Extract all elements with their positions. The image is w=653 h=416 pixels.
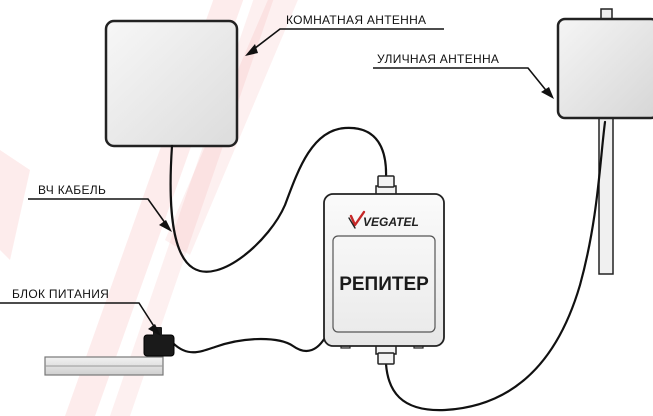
power-supply-label: БЛОК ПИТАНИЯ: [12, 287, 109, 301]
power-cable: [172, 334, 328, 354]
repeater-screen: [332, 235, 436, 333]
rf-cable-arrow-icon: [159, 220, 172, 232]
power-adapter: [143, 334, 175, 357]
outdoor-antenna-mast: [598, 111, 614, 275]
outdoor-antenna: [556, 8, 653, 275]
power-supply: [44, 327, 175, 376]
rf-cable-indoor: [169, 126, 388, 273]
power-supply-leader: [0, 302, 158, 332]
indoor-antenna-label: КОМНАТНАЯ АНТЕННА: [286, 13, 426, 27]
vegatel-logo-icon-accent: [348, 217, 356, 229]
repeater-top-connector: [377, 175, 395, 188]
repeater-title: РЕПИТЕР: [339, 274, 429, 295]
rf-cable-label: ВЧ КАБЕЛЬ: [38, 183, 106, 197]
power-supply-arrow-icon: [148, 324, 161, 336]
outdoor-antenna-label: УЛИЧНАЯ АНТЕННА: [377, 52, 499, 66]
rf-cable-outdoor: [384, 120, 607, 412]
label-leaders: [0, 28, 550, 332]
leader-arrows: [148, 44, 554, 336]
repeater-unit: VEGATEL РЕПИТЕР: [323, 175, 445, 365]
cables: [169, 120, 607, 412]
repeater-bottom-connector-tip: [377, 352, 395, 365]
vegatel-logo-icon: [349, 210, 366, 227]
indoor-antenna-panel: [104, 19, 239, 148]
repeater-brand: VEGATEL: [363, 215, 419, 229]
outdoor-antenna-leader: [373, 67, 550, 95]
rf-cable-leader: [28, 198, 169, 228]
outdoor-antenna-arrow-icon: [541, 87, 554, 99]
indoor-antenna-leader: [249, 28, 444, 53]
indoor-antenna: [104, 19, 239, 148]
indoor-antenna-arrow-icon: [245, 44, 258, 56]
watermark-stripe-3: [0, 150, 30, 260]
outdoor-antenna-panel: [556, 17, 653, 120]
